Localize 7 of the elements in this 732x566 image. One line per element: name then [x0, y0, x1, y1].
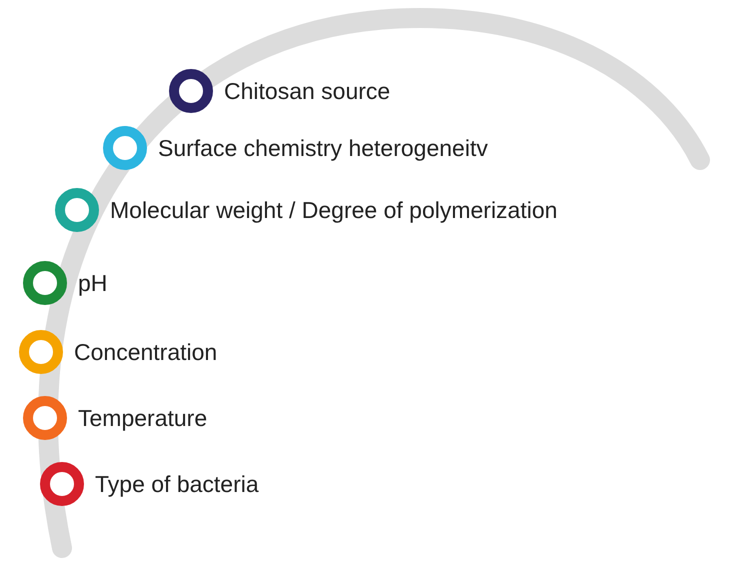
item-label: Type of bacteria — [95, 470, 259, 498]
item-label: Molecular weight / Degree of polymerization — [110, 196, 558, 224]
item-label: Surface chemistry heterogeneitv — [158, 134, 488, 162]
item-label: Temperature — [78, 404, 208, 432]
item-label: Concentration — [74, 338, 218, 366]
item-label: pH — [78, 270, 108, 296]
item-label: Chitosan source — [224, 78, 390, 104]
